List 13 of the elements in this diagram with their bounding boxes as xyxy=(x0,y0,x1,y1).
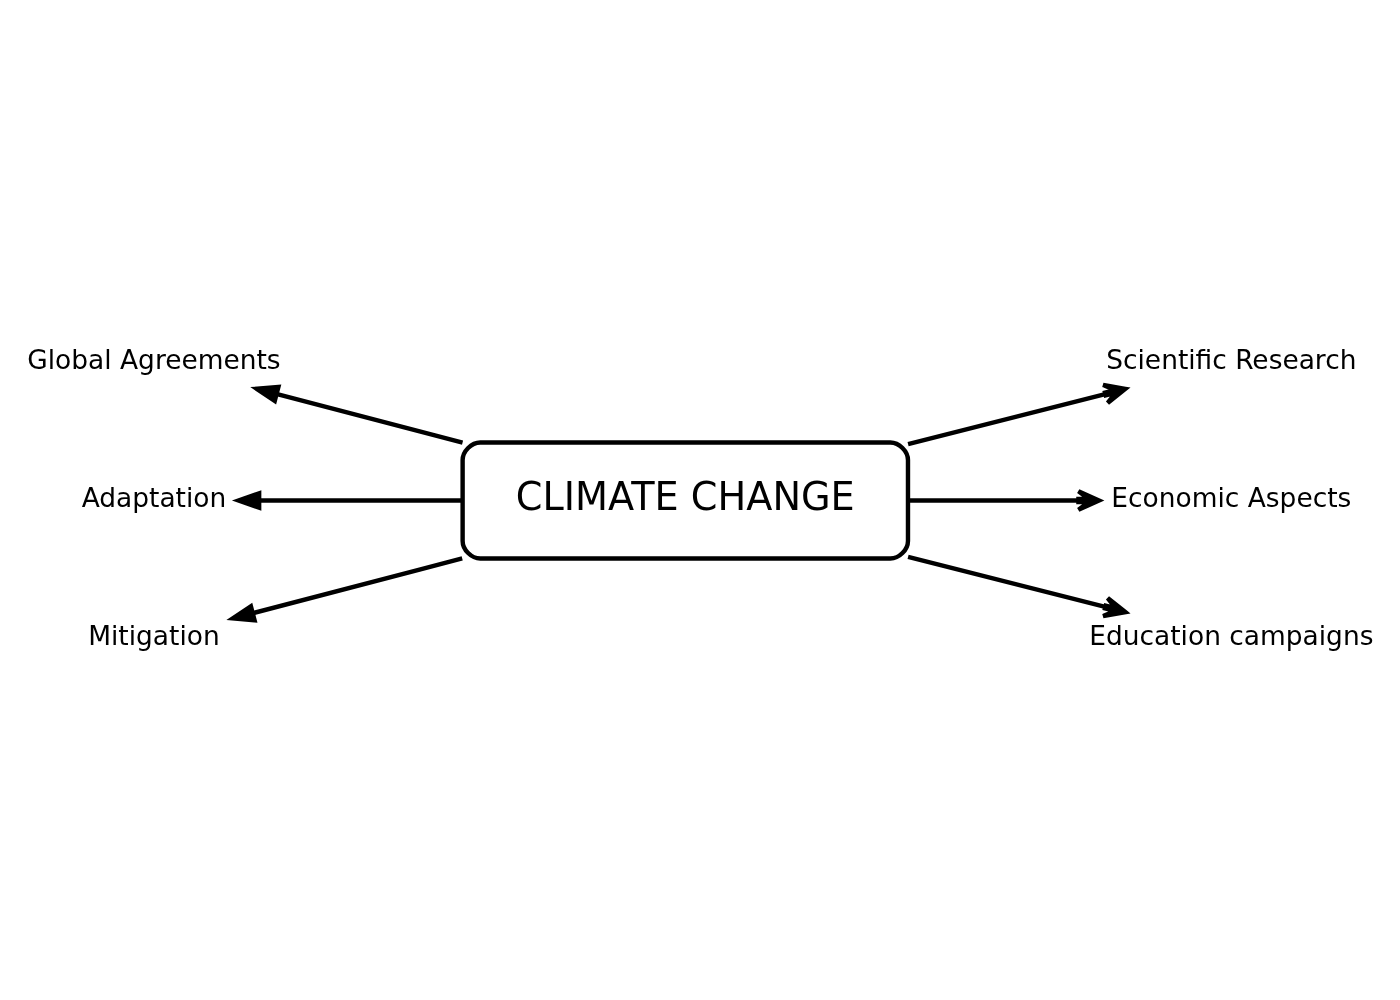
node-text: Scientific Research xyxy=(1106,343,1357,375)
node-text: Adaptation xyxy=(81,481,227,513)
node-text: Mitigation xyxy=(88,619,220,651)
arrow xyxy=(908,488,1102,512)
arrow xyxy=(907,554,1128,618)
node-text: Education campaigns xyxy=(1089,619,1374,651)
node-box: CLIMATE CHANGE xyxy=(460,439,911,561)
arrow xyxy=(907,382,1128,446)
node-text: Economic Aspects xyxy=(1111,481,1352,513)
node-text: Global Agreements xyxy=(27,343,281,375)
arrow xyxy=(226,555,463,623)
arrow xyxy=(250,384,464,445)
arrow xyxy=(231,489,463,511)
